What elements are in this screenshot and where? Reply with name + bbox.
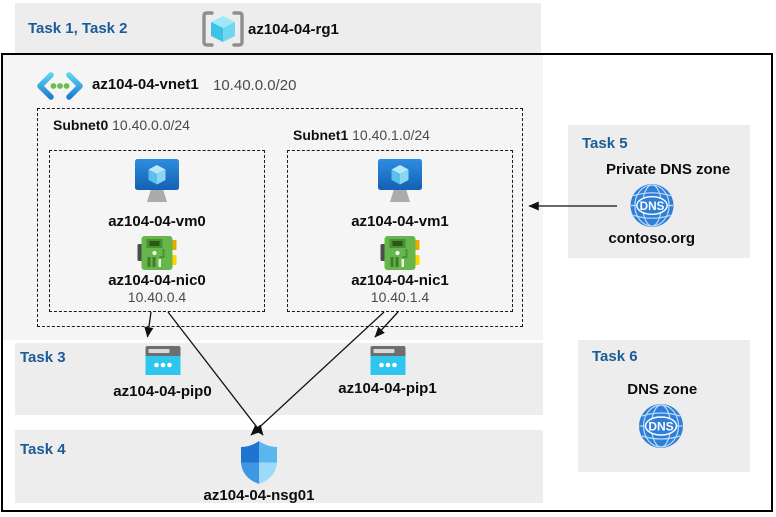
task6-label: Task 6	[592, 348, 638, 365]
vnet-panel: az104-04-vnet1 10.40.0.0/20 Subnet0 10.4…	[3, 55, 543, 340]
vnet-cidr: 10.40.0.0/20	[213, 77, 297, 94]
dns-zone-icon: DNS	[638, 404, 683, 448]
task5-label: Task 5	[582, 135, 628, 152]
vm1-name: az104-04-vm1	[351, 213, 449, 230]
subnet0-label: Subnet0 10.40.0.0/24	[53, 116, 190, 134]
pip0-name: az104-04-pip0	[113, 383, 212, 400]
task3-band: Task 3 az104-04-pip0 az104-04-pip1	[15, 343, 543, 415]
task4-band: Task 4 az104-04-nsg01	[15, 430, 543, 504]
vm0-name: az104-04-vm0	[108, 213, 206, 230]
task4-label: Task 4	[20, 441, 66, 458]
resource-group-icon	[202, 11, 244, 47]
task1-2-label: Task 1, Task 2	[28, 20, 128, 37]
resource-group-name: az104-04-rg1	[248, 21, 339, 38]
nic0-icon	[137, 236, 177, 270]
subnet0-box: az104-04-vm0 az104-04-nic0 10.40.0.4	[49, 150, 265, 312]
pip1-name: az104-04-pip1	[338, 380, 437, 397]
dns-zone-icon-text: DNS	[648, 420, 673, 434]
subnet1-cidr: 10.40.1.0/24	[352, 127, 430, 143]
private-dns-zone-title: Private DNS zone	[605, 161, 731, 178]
subnet1-box: az104-04-vm1 az104-04-nic1 10.40.1.4	[287, 150, 513, 312]
nsg-shield-icon	[241, 441, 277, 484]
nic0-ip: 10.40.0.4	[127, 289, 187, 305]
nic1-icon	[380, 236, 420, 270]
task5-box: Task 5 Private DNS zone DNS contoso.org	[568, 125, 750, 258]
dns-zone-title: DNS zone	[627, 381, 698, 398]
private-dns-zone-name: contoso.org	[608, 230, 696, 247]
task3-label: Task 3	[20, 349, 66, 366]
private-dns-icon: DNS	[630, 183, 674, 228]
subnet0-cidr: 10.40.0.0/24	[112, 117, 190, 133]
subnet1-name: Subnet1	[293, 127, 349, 143]
private-dns-icon-text: DNS	[639, 200, 664, 213]
vm1-icon	[378, 159, 422, 202]
nic1-name: az104-04-nic1	[351, 272, 449, 289]
task1-2-band: Task 1, Task 2 az104-04-rg1	[15, 3, 541, 53]
subnet0-name: Subnet0	[53, 117, 109, 133]
nic1-ip: 10.40.1.4	[370, 289, 430, 305]
vm0-icon	[135, 159, 179, 202]
task6-box: Task 6 DNS zone DNS	[578, 340, 750, 472]
pip0-icon	[145, 346, 180, 375]
nic0-name: az104-04-nic0	[108, 272, 206, 289]
nsg-name: az104-04-nsg01	[203, 487, 315, 504]
pip1-icon	[370, 346, 405, 375]
virtual-network-icon	[37, 72, 83, 100]
subnet1-label: Subnet1 10.40.1.0/24	[293, 126, 430, 144]
vnet-name: az104-04-vnet1	[92, 76, 199, 93]
